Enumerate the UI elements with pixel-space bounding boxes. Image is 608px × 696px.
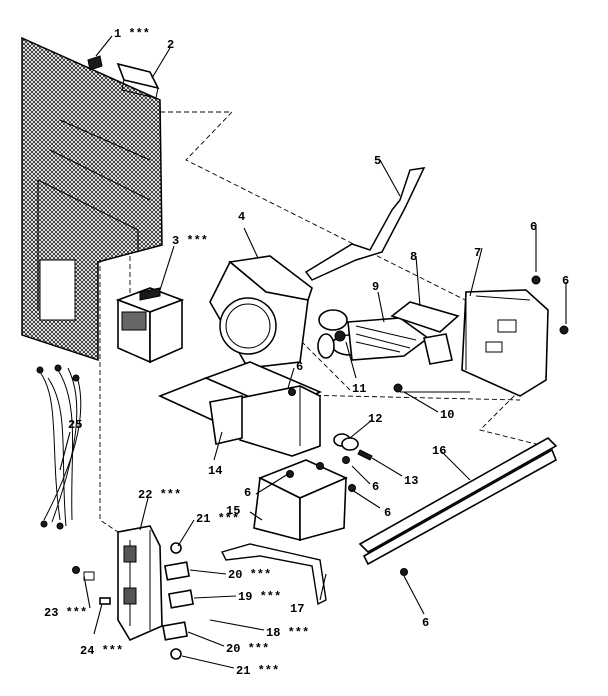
part-15-wedge-duct [253,459,348,542]
label-part-21-upper: 21 *** [196,512,239,526]
part-6-screws-right [531,275,569,335]
leader-lines [59,35,567,669]
part-9-fan-motor [347,317,430,361]
label-part-12: 12 [368,412,382,426]
label-part-13: 13 [404,474,418,488]
part-20-switch-lower [162,621,188,641]
label-part-23: 23 *** [44,606,87,620]
label-part-14: 14 [208,464,222,478]
label-part-17: 17 [290,602,304,616]
part-23-screw [72,566,95,581]
label-part-6-duct-c: 6 [384,506,391,520]
label-part-24: 24 *** [80,644,123,658]
part-25-wire-harness [36,364,82,530]
label-part-6-right: 6 [562,274,569,288]
part-21-nut-lower [170,648,182,660]
part-22-switch-bracket [117,525,163,642]
part-14-air-duct [209,385,321,457]
label-part-3: 3 *** [172,234,208,248]
part-7-mounting-plate [461,289,549,397]
part-8-motor-bracket [390,301,460,365]
part-3-magnetron [115,287,185,364]
part-6-screw-rail [400,568,408,576]
assembly-reference-lines [99,111,541,541]
label-part-6-shroud: 6 [296,360,303,374]
label-part-6-duct-a: 6 [372,480,379,494]
label-part-25: 25 [68,418,82,432]
part-24-clip [99,597,111,605]
label-part-18: 18 *** [266,626,309,640]
label-part-6-duct-b: 6 [244,486,251,500]
label-part-6-top: 6 [530,220,537,234]
label-part-20-upper: 20 *** [228,568,271,582]
part-12-bushing [333,433,359,451]
label-part-9: 9 [372,280,379,294]
label-part-11: 11 [352,382,366,396]
part-1-screw [87,55,103,71]
part-20-switch-upper [164,561,190,581]
label-part-19: 19 *** [238,590,281,604]
part-6-screws-center [286,388,356,492]
part-13-screw [357,449,373,461]
part-5-rod [304,167,426,281]
label-part-5: 5 [374,154,381,168]
label-part-8: 8 [410,250,417,264]
label-part-1: 1 *** [114,27,150,41]
label-part-6-rail: 6 [422,616,429,630]
part-19-switch [168,589,194,609]
part-17-wire [220,543,327,606]
cabinet-wall-panel [21,36,163,362]
label-part-22: 22 *** [138,488,181,502]
part-10-screw [393,383,403,393]
label-part-10: 10 [440,408,454,422]
label-part-21-lower: 21 *** [236,664,279,678]
part-labels: 1 *** 2 3 *** 4 5 6 7 8 6 9 6 11 10 12 1… [44,27,569,678]
label-part-4: 4 [238,210,245,224]
label-part-20-lower: 20 *** [226,642,269,656]
label-part-16: 16 [432,444,446,458]
part-16-rail [358,437,558,566]
part-2-bracket [116,62,160,99]
part-4-fan-shroud [209,255,313,369]
label-part-15: 15 [226,504,240,518]
label-part-7: 7 [474,246,481,260]
label-part-2: 2 [167,38,174,52]
